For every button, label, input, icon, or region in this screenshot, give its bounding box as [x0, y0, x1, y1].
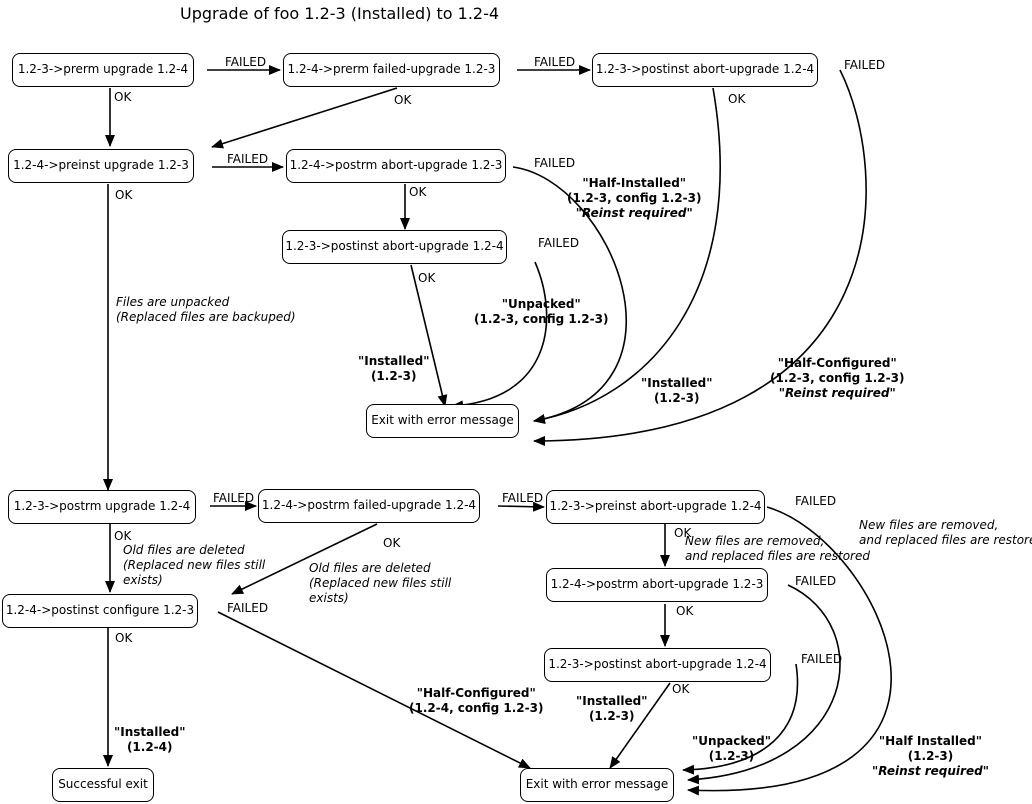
step-node: 1.2-4->preinst upgrade 1.2-3 — [8, 149, 194, 183]
edge-label-failed: FAILED — [502, 491, 544, 505]
diagram-title: Upgrade of foo 1.2-3 (Installed) to 1.2-… — [180, 4, 500, 23]
state-label-unpacked: "Unpacked" (1.2-3, config 1.2-3) — [474, 297, 609, 326]
state-label-installed: "Installed" (1.2-3) — [641, 376, 713, 405]
state-label-installed: "Installed" (1.2-3) — [576, 694, 648, 723]
edge-label-failed: FAILED — [227, 152, 269, 166]
error-exit-node: Exit with error message — [366, 404, 519, 438]
state-label-unpacked: "Unpacked" (1.2-3) — [692, 734, 771, 763]
note-new-files-removed: New files are removed, and replaced file… — [859, 518, 1032, 547]
step-node: 1.2-3->preinst abort-upgrade 1.2-4 — [546, 490, 765, 524]
edge-label-ok: OK — [728, 92, 746, 106]
edge-n5-n7-failed — [512, 166, 627, 424]
edge-label-ok: OK — [418, 271, 436, 285]
step-node: 1.2-4->postinst configure 1.2-3 — [2, 594, 198, 628]
note-files-unpacked: Files are unpacked (Replaced files are b… — [116, 295, 296, 324]
edge-n2-n4-ok — [211, 87, 398, 149]
edge-label-ok: OK — [676, 604, 694, 618]
edge-n9-n10-failed — [497, 501, 545, 512]
step-node: 1.2-4->postrm abort-upgrade 1.2-3 — [546, 568, 768, 602]
edge-label-ok: OK — [115, 188, 133, 202]
edge-label-failed: FAILED — [213, 491, 255, 505]
note-old-files-deleted: Old files are deleted (Replaced new file… — [309, 561, 452, 605]
step-node: 1.2-4->postrm failed-upgrade 1.2-4 — [258, 489, 480, 523]
edge-label-ok: OK — [115, 631, 133, 645]
step-node: 1.2-4->prerm failed-upgrade 1.2-3 — [283, 53, 500, 87]
note-new-files-removed: New files are removed, and replaced file… — [685, 534, 870, 563]
edge-n13-n15-failed — [682, 663, 799, 775]
success-exit-node: Successful exit — [52, 768, 154, 802]
edge-n6-n7-failed — [451, 261, 548, 411]
edge-label-failed: FAILED — [225, 55, 267, 69]
edge-label-ok: OK — [394, 93, 412, 107]
note-old-files-deleted: Old files are deleted (Replaced new file… — [123, 543, 266, 587]
edge-label-ok: OK — [674, 526, 692, 540]
step-node: 1.2-3->postinst abort-upgrade 1.2-4 — [282, 230, 507, 264]
state-label-half-installed: "Half Installed" (1.2-3) "Reinst require… — [872, 734, 989, 778]
edge-n9-n11-ok — [231, 523, 378, 595]
state-label-installed: "Installed" (1.2-4) — [114, 725, 186, 754]
edge-label-failed: FAILED — [538, 236, 580, 250]
error-exit-node: Exit with error message — [520, 768, 674, 802]
edge-n10-n15-failed — [687, 506, 892, 796]
edge-label-failed: FAILED — [795, 494, 837, 508]
edge-label-failed: FAILED — [534, 55, 576, 69]
state-label-half-installed: "Half-Installed" (1.2-3, config 1.2-3) "… — [567, 176, 702, 220]
edge-label-ok: OK — [672, 682, 690, 696]
edge-label-ok: OK — [114, 529, 132, 543]
edge-n6-n7-ok — [410, 264, 448, 407]
edge-n3-n7-ok — [533, 87, 721, 424]
edge-label-failed: FAILED — [795, 574, 837, 588]
edge-label-failed: FAILED — [227, 601, 269, 615]
edge-label-failed: FAILED — [534, 156, 576, 170]
edge-label-ok: OK — [114, 90, 132, 104]
edge-label-ok: OK — [409, 185, 427, 199]
edge-n11-n15-failed — [217, 611, 531, 769]
state-label-half-configured: "Half-Configured" (1.2-4, config 1.2-3) — [409, 686, 544, 715]
edge-n12-n15-failed — [687, 584, 841, 785]
step-node: 1.2-3->postinst abort-upgrade 1.2-4 — [544, 648, 771, 682]
step-node: 1.2-3->postrm upgrade 1.2-4 — [8, 490, 196, 524]
edge-label-failed: FAILED — [844, 58, 886, 72]
edge-n3-n7-failed — [533, 69, 867, 446]
step-node: 1.2-4->postrm abort-upgrade 1.2-3 — [286, 149, 506, 183]
edge-label-ok: OK — [383, 536, 401, 550]
step-node: 1.2-3->postinst abort-upgrade 1.2-4 — [592, 53, 818, 87]
state-label-installed: "Installed" (1.2-3) — [358, 354, 430, 383]
state-label-half-configured: "Half-Configured" (1.2-3, config 1.2-3) … — [770, 356, 905, 400]
edge-n13-n15-ok — [609, 682, 671, 769]
edge-label-failed: FAILED — [801, 652, 843, 666]
step-node: 1.2-3->prerm upgrade 1.2-4 — [12, 53, 194, 87]
